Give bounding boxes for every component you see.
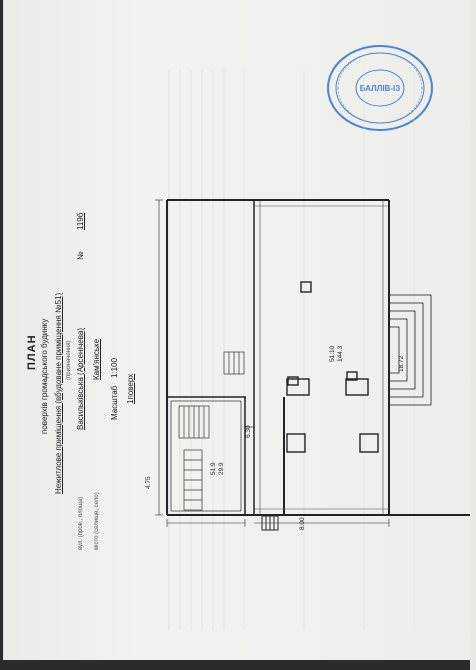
form-grid [168,70,415,630]
dim-mid: 6.30 [245,425,252,438]
scan-edge-strip [470,0,476,670]
room-area-2: 144.3 [337,345,344,362]
seal-stamp: БАЛЛІВ-ІЗ [327,45,433,131]
outer-wall-left [167,397,285,516]
dim-right: 18.72 [398,355,405,372]
room-number-2: 51:10 [329,345,336,362]
document-sheet: БАЛЛІВ-ІЗ ПЛАН поверхів громадського буд… [3,0,476,660]
room-number-1: 51:9 [210,462,217,475]
dim-bottom: 8.00 [299,517,306,530]
room-area-1: 29.9 [218,462,225,475]
rotated-plan-page: ПЛАН поверхів громадського будинку Нежит… [4,0,476,670]
dim-left-width: 4.75 [145,476,152,489]
stamp-center-text: БАЛЛІВ-ІЗ [360,84,400,93]
floor-plan-drawing: 51:9 29.9 51:10 144.3 4.75 6.30 8.00 18.… [145,199,476,531]
